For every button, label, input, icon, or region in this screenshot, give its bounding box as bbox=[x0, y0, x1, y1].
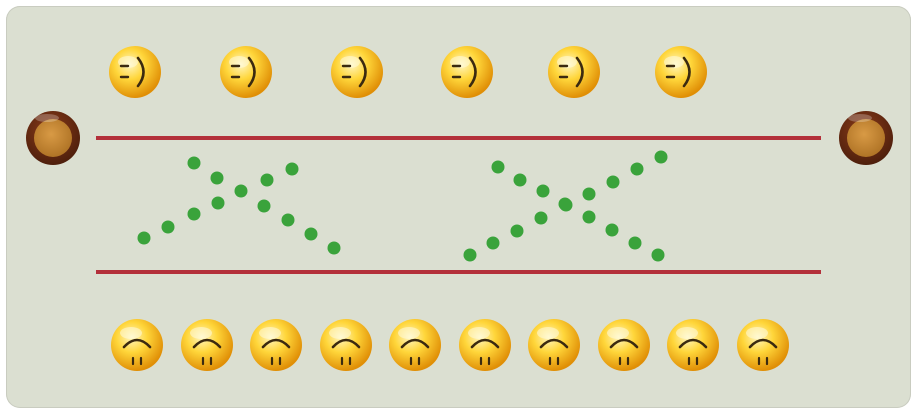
happy-face-icon[interactable] bbox=[109, 46, 161, 98]
dot bbox=[305, 228, 318, 241]
bottom-face-row bbox=[111, 319, 789, 371]
right-knob-icon[interactable] bbox=[839, 111, 893, 165]
dot bbox=[560, 199, 573, 212]
dot-pattern-left bbox=[138, 157, 341, 255]
dot bbox=[328, 242, 341, 255]
sad-face-icon[interactable] bbox=[389, 319, 441, 371]
dot bbox=[583, 211, 596, 224]
dot bbox=[235, 185, 248, 198]
happy-face-icon[interactable] bbox=[655, 46, 707, 98]
sad-face-icon[interactable] bbox=[111, 319, 163, 371]
dot bbox=[606, 224, 619, 237]
dot bbox=[286, 163, 299, 176]
left-knob-icon[interactable] bbox=[26, 111, 80, 165]
happy-face-icon[interactable] bbox=[331, 46, 383, 98]
dot bbox=[492, 161, 505, 174]
sad-face-icon[interactable] bbox=[528, 319, 580, 371]
sad-face-icon[interactable] bbox=[598, 319, 650, 371]
dot bbox=[138, 232, 151, 245]
happy-face-icon[interactable] bbox=[548, 46, 600, 98]
dot bbox=[464, 249, 477, 262]
dot-pattern-right bbox=[464, 151, 668, 262]
dot bbox=[212, 197, 225, 210]
sad-face-icon[interactable] bbox=[250, 319, 302, 371]
sad-face-icon[interactable] bbox=[181, 319, 233, 371]
dot bbox=[282, 214, 295, 227]
dot bbox=[607, 176, 620, 189]
dot bbox=[583, 188, 596, 201]
dot bbox=[652, 249, 665, 262]
dot bbox=[655, 151, 668, 164]
dot bbox=[511, 225, 524, 238]
dot bbox=[211, 172, 224, 185]
dot bbox=[188, 208, 201, 221]
dot bbox=[631, 163, 644, 176]
sad-face-icon[interactable] bbox=[320, 319, 372, 371]
dot bbox=[514, 174, 527, 187]
happy-face-icon[interactable] bbox=[220, 46, 272, 98]
top-face-row bbox=[109, 46, 707, 98]
dot bbox=[535, 212, 548, 225]
dot bbox=[258, 200, 271, 213]
sad-face-icon[interactable] bbox=[737, 319, 789, 371]
dot bbox=[162, 221, 175, 234]
dot bbox=[629, 237, 642, 250]
dot bbox=[261, 174, 274, 187]
happy-face-icon[interactable] bbox=[441, 46, 493, 98]
dot bbox=[537, 185, 550, 198]
dot bbox=[487, 237, 500, 250]
sad-face-icon[interactable] bbox=[459, 319, 511, 371]
dot bbox=[188, 157, 201, 170]
sad-face-icon[interactable] bbox=[667, 319, 719, 371]
